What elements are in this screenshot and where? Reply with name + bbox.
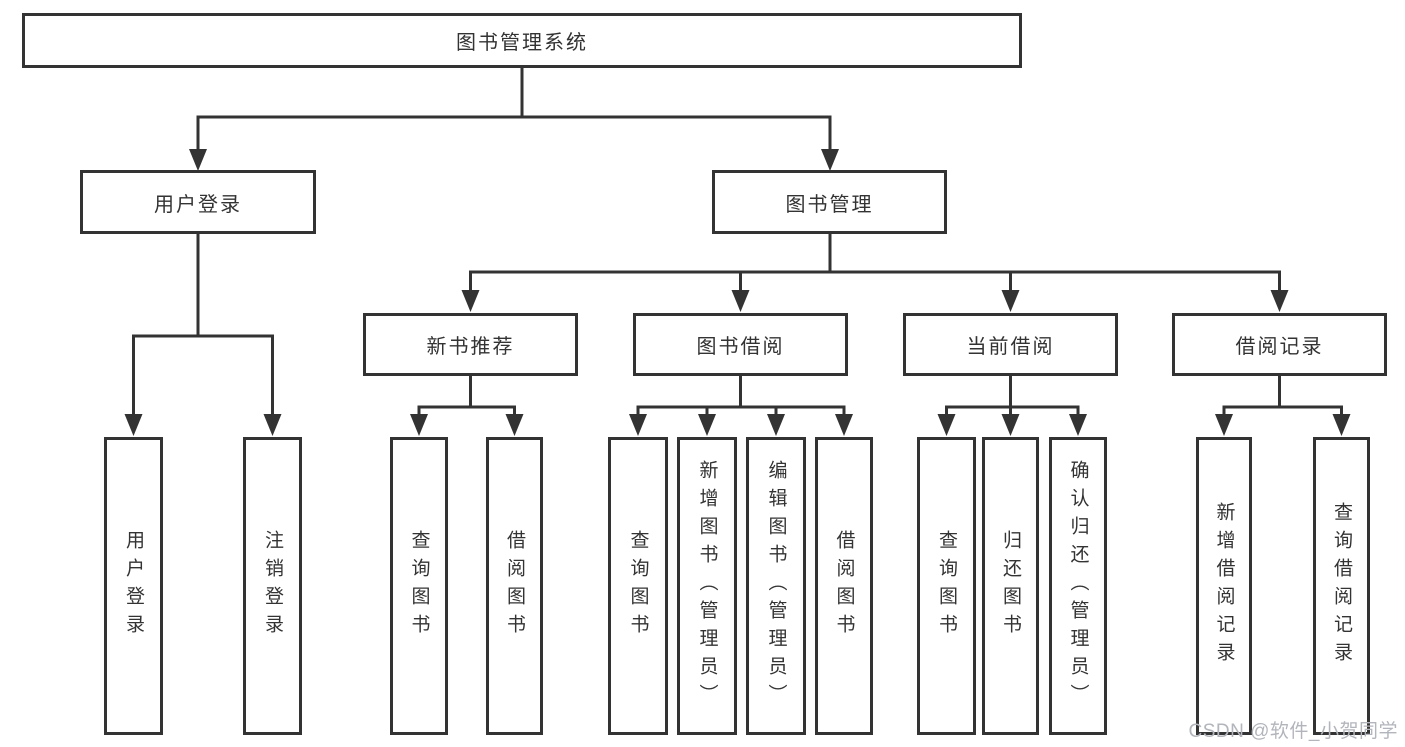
leaf-logout: 注销登录 [243, 437, 302, 735]
leaf-user-login-label: 用户登录 [123, 530, 144, 642]
leaf-logout-label: 注销登录 [262, 530, 283, 642]
node-borrowing-records: 借阅记录 [1172, 313, 1387, 376]
node-borrowing-records-label: 借阅记录 [1235, 336, 1324, 358]
leaf-edit-books-admin: 编辑图书（管理员） [746, 437, 806, 735]
leaf-user-login: 用户登录 [104, 437, 163, 735]
leaf-add-books-admin-label: 新增图书（管理员） [696, 460, 718, 712]
watermark: CSDN @软件_小贺同学 [1188, 721, 1398, 742]
leaf-recommend-query-books-label: 查询图书 [408, 530, 430, 642]
leaf-edit-books-admin-label: 编辑图书（管理员） [765, 460, 787, 712]
node-user-login-label: 用户登录 [154, 193, 242, 216]
connector-new-book-recommend-to-leaves [410, 376, 524, 436]
node-book-borrowing: 图书借阅 [633, 313, 848, 376]
leaf-recommend-query-books: 查询图书 [390, 437, 448, 735]
connector-user-login-to-leaves [124, 234, 282, 436]
connector-borrowing-records-to-leaves [1215, 376, 1351, 436]
leaf-add-books-admin: 新增图书（管理员） [677, 437, 737, 735]
leaf-borrowing-query-books-label: 查询图书 [627, 530, 649, 642]
node-book-management: 图书管理 [712, 170, 947, 234]
node-new-book-recommend: 新书推荐 [363, 313, 578, 376]
connector-root-to-level2 [189, 68, 839, 171]
node-root-label: 图书管理系统 [456, 32, 588, 54]
node-new-book-recommend-label: 新书推荐 [426, 336, 515, 358]
leaf-recommend-borrow-books: 借阅图书 [486, 437, 543, 735]
leaf-recommend-borrow-books-label: 借阅图书 [504, 530, 525, 642]
leaf-add-borrow-record-label: 新增借阅记录 [1213, 502, 1235, 670]
leaf-return-books: 归还图书 [982, 437, 1039, 735]
leaf-query-borrow-record-label: 查询借阅记录 [1331, 502, 1352, 670]
node-current-borrowing-label: 当前借阅 [966, 336, 1055, 358]
connector-book-borrowing-to-leaves [629, 376, 853, 436]
connector-book-management-to-level3 [461, 234, 1289, 312]
leaf-borrowing-borrow-books: 借阅图书 [815, 437, 873, 735]
leaf-confirm-return-admin: 确认归还（管理员） [1049, 437, 1107, 735]
node-user-login: 用户登录 [80, 170, 316, 234]
connector-current-borrowing-to-leaves [937, 376, 1087, 436]
leaf-current-query-books-label: 查询图书 [936, 530, 957, 642]
leaf-query-borrow-record: 查询借阅记录 [1313, 437, 1370, 735]
leaf-confirm-return-admin-label: 确认归还（管理员） [1067, 460, 1089, 712]
node-book-management-label: 图书管理 [785, 193, 874, 216]
leaf-return-books-label: 归还图书 [1000, 530, 1021, 642]
node-current-borrowing: 当前借阅 [903, 313, 1118, 376]
node-book-borrowing-label: 图书借阅 [696, 336, 785, 358]
leaf-current-query-books: 查询图书 [917, 437, 976, 735]
leaf-borrowing-query-books: 查询图书 [608, 437, 668, 735]
leaf-add-borrow-record: 新增借阅记录 [1196, 437, 1252, 735]
leaf-borrowing-borrow-books-label: 借阅图书 [833, 530, 855, 642]
node-root: 图书管理系统 [22, 13, 1022, 68]
